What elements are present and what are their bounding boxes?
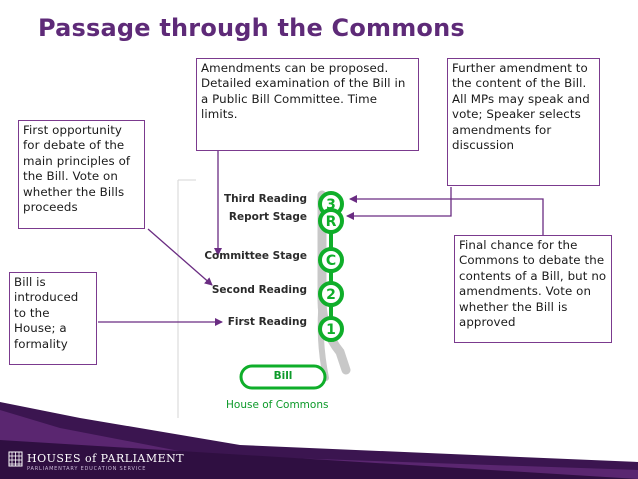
- stage-label-second-reading: Second Reading: [211, 284, 307, 296]
- arrow-first-opportunity: [147, 228, 213, 286]
- logo-sub-text: PARLIAMENTARY EDUCATION SERVICE: [27, 466, 147, 472]
- stage-symbol-third: 3: [326, 197, 336, 213]
- arrow-further: [346, 187, 452, 220]
- stage-symbol-second: 2: [326, 287, 336, 303]
- callout-further-amendment: Further amendment to the content of the …: [447, 58, 600, 186]
- callout-bill-introduced: Bill is introduced to the House; a forma…: [9, 272, 97, 365]
- stage-circle-report: [318, 208, 344, 234]
- banner-dark: [0, 440, 638, 479]
- bill-pill: [239, 364, 327, 390]
- stage-label-report-stage: Report Stage: [228, 211, 307, 223]
- stage-label-committee-stage: Committee Stage: [204, 250, 307, 262]
- bill-label: Bill: [273, 370, 293, 382]
- stage-symbol-report: R: [326, 214, 337, 230]
- callout-amendments: Amendments can be proposed. Detailed exa…: [196, 58, 419, 151]
- logo-main-text: HOUSES of PARLIAMENT: [27, 452, 185, 465]
- stage-circle-second: [318, 281, 344, 307]
- portcullis-icon: [8, 451, 23, 467]
- stage-label-third-reading: Third Reading: [224, 193, 307, 205]
- stage-circle-committee: [318, 247, 344, 273]
- house-of-commons-label: House of Commons: [226, 399, 329, 411]
- callout-final-chance: Final chance for the Commons to debate t…: [454, 235, 612, 343]
- slide-title: Passage through the Commons: [38, 14, 465, 42]
- stage-symbol-first: 1: [326, 322, 336, 338]
- callout-first-opportunity: First opportunity for debate of the main…: [18, 120, 145, 229]
- stage-label-first-reading: First Reading: [227, 316, 307, 328]
- stage-symbol-committee: C: [326, 253, 336, 269]
- stage-circle-first: [318, 316, 344, 342]
- arrow-final-chance: [349, 195, 544, 235]
